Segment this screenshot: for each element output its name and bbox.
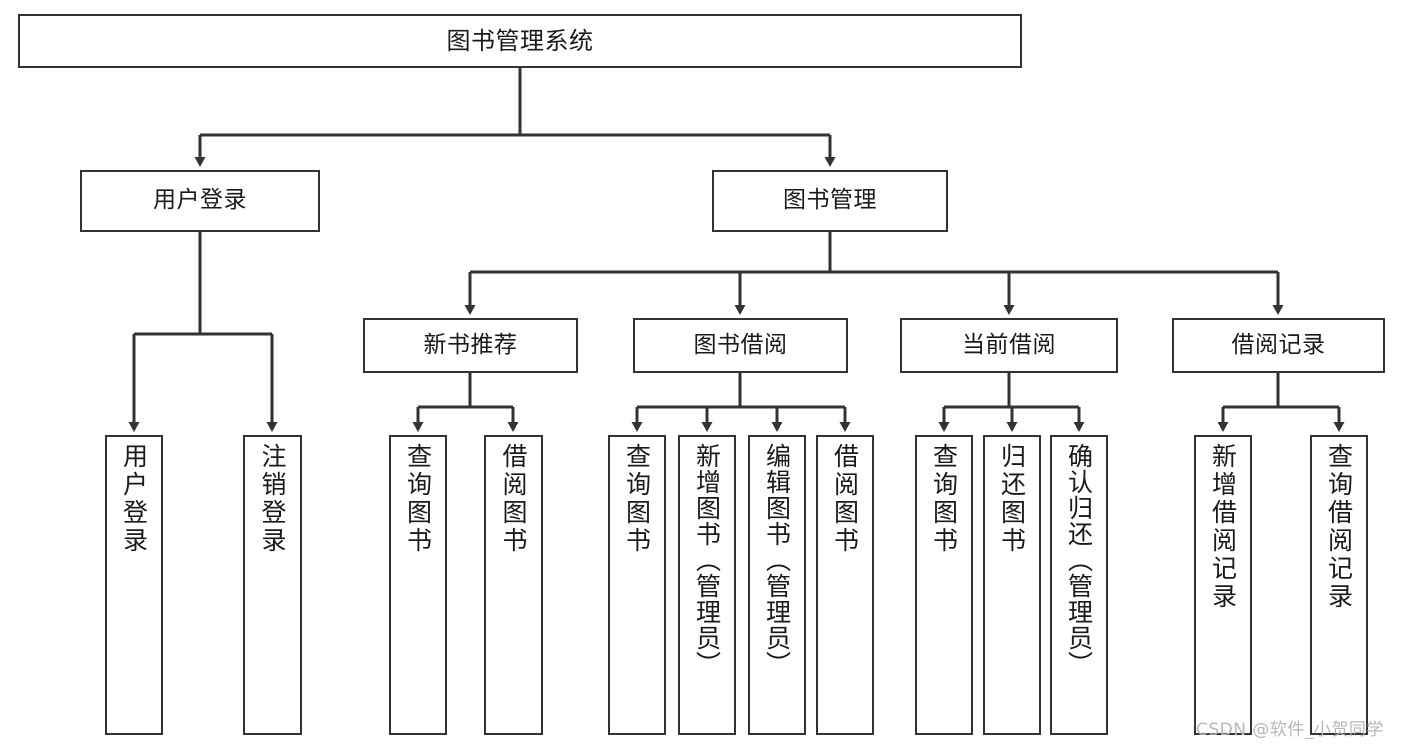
node-leaf-query-book-2[interactable]: 查询图书: [608, 435, 666, 735]
node-borrow-record[interactable]: 借阅记录: [1172, 318, 1385, 373]
node-leaf-return-book-label: 归还图书: [997, 443, 1027, 555]
node-leaf-return-book[interactable]: 归还图书: [983, 435, 1041, 735]
node-leaf-edit-book[interactable]: 编辑图书（管理员）: [748, 435, 806, 735]
csdn-watermark: CSDN @软件_小贺同学: [1196, 720, 1384, 740]
node-leaf-confirm-return[interactable]: 确认归还（管理员）: [1050, 435, 1108, 735]
node-new-book-recommend-label: 新书推荐: [423, 331, 518, 358]
node-leaf-query-record-label: 查询借阅记录: [1324, 443, 1354, 611]
node-leaf-query-record[interactable]: 查询借阅记录: [1310, 435, 1368, 735]
node-leaf-add-book-label: 新增图书（管理员）: [692, 443, 722, 677]
node-current-borrow-label: 当前借阅: [962, 331, 1056, 358]
node-leaf-borrow-book-2[interactable]: 借阅图书: [816, 435, 874, 735]
node-leaf-borrow-book-2-label: 借阅图书: [830, 443, 860, 555]
node-user-login[interactable]: 用户登录: [80, 170, 320, 232]
node-leaf-add-record[interactable]: 新增借阅记录: [1194, 435, 1252, 735]
node-leaf-add-book[interactable]: 新增图书（管理员）: [678, 435, 736, 735]
node-leaf-query-book-3-label: 查询图书: [929, 443, 959, 555]
node-current-borrow[interactable]: 当前借阅: [900, 318, 1118, 373]
node-borrow-record-label: 借阅记录: [1231, 331, 1326, 358]
node-root[interactable]: 图书管理系统: [18, 14, 1022, 68]
node-leaf-borrow-book-1-label: 借阅图书: [499, 443, 528, 555]
node-leaf-query-book-1[interactable]: 查询图书: [389, 435, 447, 735]
node-leaf-borrow-book-1[interactable]: 借阅图书: [484, 435, 543, 735]
node-leaf-query-book-2-label: 查询图书: [622, 443, 652, 555]
node-leaf-add-record-label: 新增借阅记录: [1208, 443, 1238, 611]
node-leaf-edit-book-label: 编辑图书（管理员）: [762, 443, 792, 677]
node-new-book-recommend[interactable]: 新书推荐: [363, 318, 578, 373]
node-leaf-confirm-return-label: 确认归还（管理员）: [1064, 443, 1094, 677]
node-book-borrow[interactable]: 图书借阅: [633, 318, 848, 373]
node-leaf-user-login-label: 用户登录: [119, 443, 149, 555]
node-root-label: 图书管理系统: [446, 26, 594, 55]
node-leaf-logout-label: 注销登录: [258, 443, 287, 555]
node-book-manage-label: 图书管理: [783, 187, 877, 214]
node-leaf-logout[interactable]: 注销登录: [243, 435, 302, 735]
node-leaf-user-login[interactable]: 用户登录: [105, 435, 163, 735]
node-book-borrow-label: 图书借阅: [693, 331, 788, 358]
node-leaf-query-book-3[interactable]: 查询图书: [915, 435, 973, 735]
node-book-manage[interactable]: 图书管理: [712, 170, 948, 232]
node-user-login-label: 用户登录: [153, 187, 247, 214]
node-leaf-query-book-1-label: 查询图书: [403, 443, 433, 555]
